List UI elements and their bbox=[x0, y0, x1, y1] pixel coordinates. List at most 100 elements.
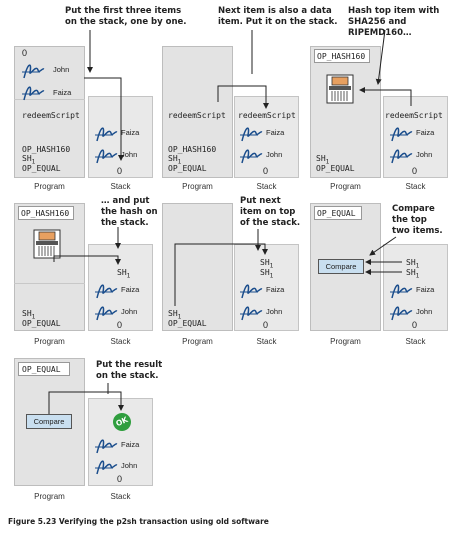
stack-item-zero: 0 bbox=[412, 320, 418, 330]
john-label: John bbox=[121, 307, 138, 316]
stack-label: Stack bbox=[110, 182, 131, 191]
signature-icon bbox=[390, 127, 413, 142]
signature-icon bbox=[95, 149, 118, 164]
faiza-label: Faiza bbox=[416, 285, 435, 294]
stack-item-zero: 0 bbox=[117, 474, 123, 484]
stack-item-redeemscript: redeemScript bbox=[238, 111, 296, 120]
program-item-equal: OP_EQUAL bbox=[316, 164, 355, 173]
signature-icon bbox=[240, 149, 263, 164]
program-item-equal: OP_EQUAL bbox=[168, 164, 207, 173]
program-item-hash160: OP_HASH160 bbox=[21, 209, 70, 218]
current-op-box bbox=[314, 49, 370, 63]
program-label: Program bbox=[182, 182, 213, 191]
program-item-equal: OP_EQUAL bbox=[22, 365, 61, 374]
shredder-icon bbox=[33, 229, 61, 259]
stack-item-zero: 0 bbox=[263, 320, 269, 330]
faiza-label: Faiza bbox=[266, 285, 285, 294]
signature-icon bbox=[390, 306, 413, 321]
stack-item-redeemscript: redeemScript bbox=[385, 111, 443, 120]
compare-box: Compare bbox=[26, 414, 72, 429]
stack-label: Stack bbox=[110, 492, 131, 501]
stack-item-sh1: SH1 bbox=[406, 268, 420, 280]
program-item-redeemscript: redeemScript bbox=[168, 111, 226, 120]
john-label: John bbox=[266, 307, 283, 316]
program-box-4 bbox=[14, 203, 85, 331]
program-box-1 bbox=[14, 46, 85, 178]
signature-icon bbox=[390, 284, 413, 299]
program-item-equal: OP_EQUAL bbox=[317, 209, 356, 218]
stack-item-zero: 0 bbox=[263, 166, 269, 176]
figure-caption: Figure 5.23 Verifying the p2sh transacti… bbox=[8, 517, 269, 526]
signature-icon bbox=[95, 284, 118, 299]
program-item-sh1: SH1 bbox=[22, 154, 36, 166]
john-label: John bbox=[266, 150, 283, 159]
stack-label: Stack bbox=[256, 182, 277, 191]
stack-label: Stack bbox=[256, 337, 277, 346]
signature-icon bbox=[22, 64, 45, 79]
program-item-hash160: OP_HASH160 bbox=[317, 52, 366, 61]
john-label: John bbox=[121, 150, 138, 159]
stack-label: Stack bbox=[405, 337, 426, 346]
program-item-equal: OP_EQUAL bbox=[22, 164, 61, 173]
faiza-label: Faiza bbox=[121, 440, 140, 449]
john-label: John bbox=[53, 65, 70, 74]
faiza-label: Faiza bbox=[416, 128, 435, 137]
stack-item-zero: 0 bbox=[412, 166, 418, 176]
john-label: John bbox=[416, 307, 433, 316]
program-label: Program bbox=[330, 337, 361, 346]
signature-icon bbox=[240, 284, 263, 299]
faiza-label: Faiza bbox=[121, 285, 140, 294]
program-label: Program bbox=[34, 337, 65, 346]
program-item-sh1: SH1 bbox=[168, 154, 182, 166]
signature-icon bbox=[240, 127, 263, 142]
program-item-hash160: OP_HASH160 bbox=[168, 145, 217, 154]
program-label: Program bbox=[330, 182, 361, 191]
signature-icon bbox=[95, 306, 118, 321]
stack-label: Stack bbox=[110, 337, 131, 346]
signature-icon bbox=[95, 460, 118, 475]
program-item-redeemscript: redeemScript bbox=[22, 111, 80, 120]
program-item-equal: OP_EQUAL bbox=[22, 319, 61, 328]
shredder-icon bbox=[326, 74, 354, 104]
stack-item-sh1: SH1 bbox=[406, 258, 420, 270]
stack-item-sh1: SH1 bbox=[260, 268, 274, 280]
faiza-label: Faiza bbox=[121, 128, 140, 137]
current-op-box bbox=[18, 362, 70, 376]
program-label: Program bbox=[34, 492, 65, 501]
faiza-label: Faiza bbox=[266, 128, 285, 137]
program-item-sh1: SH1 bbox=[316, 154, 330, 166]
signature-icon bbox=[95, 127, 118, 142]
program-item-equal: OP_EQUAL bbox=[168, 319, 207, 328]
program-box-3 bbox=[310, 46, 381, 178]
current-op-box bbox=[314, 206, 362, 220]
signature-icon bbox=[95, 439, 118, 454]
current-op-box bbox=[18, 206, 74, 220]
stack-column-2 bbox=[234, 96, 299, 178]
program-item-sh1: SH1 bbox=[168, 309, 182, 321]
program-box-2 bbox=[162, 46, 233, 178]
compare-box: Compare bbox=[318, 259, 364, 274]
program-label: Program bbox=[182, 337, 213, 346]
signature-icon bbox=[22, 86, 45, 101]
program-item-hash160: OP_HASH160 bbox=[22, 145, 71, 154]
program-item-zero: 0 bbox=[22, 48, 28, 58]
stack-item-zero: 0 bbox=[117, 320, 123, 330]
stack-label: Stack bbox=[405, 182, 426, 191]
signature-icon bbox=[240, 306, 263, 321]
stack-column-6 bbox=[383, 244, 448, 331]
program-item-sh1: SH1 bbox=[22, 309, 36, 321]
program-label: Program bbox=[34, 182, 65, 191]
john-label: John bbox=[416, 150, 433, 159]
stack-item-sh1: SH1 bbox=[117, 268, 131, 280]
faiza-label: Faiza bbox=[53, 88, 72, 97]
john-label: John bbox=[121, 461, 138, 470]
signature-icon bbox=[390, 149, 413, 164]
stack-item-zero: 0 bbox=[117, 166, 123, 176]
